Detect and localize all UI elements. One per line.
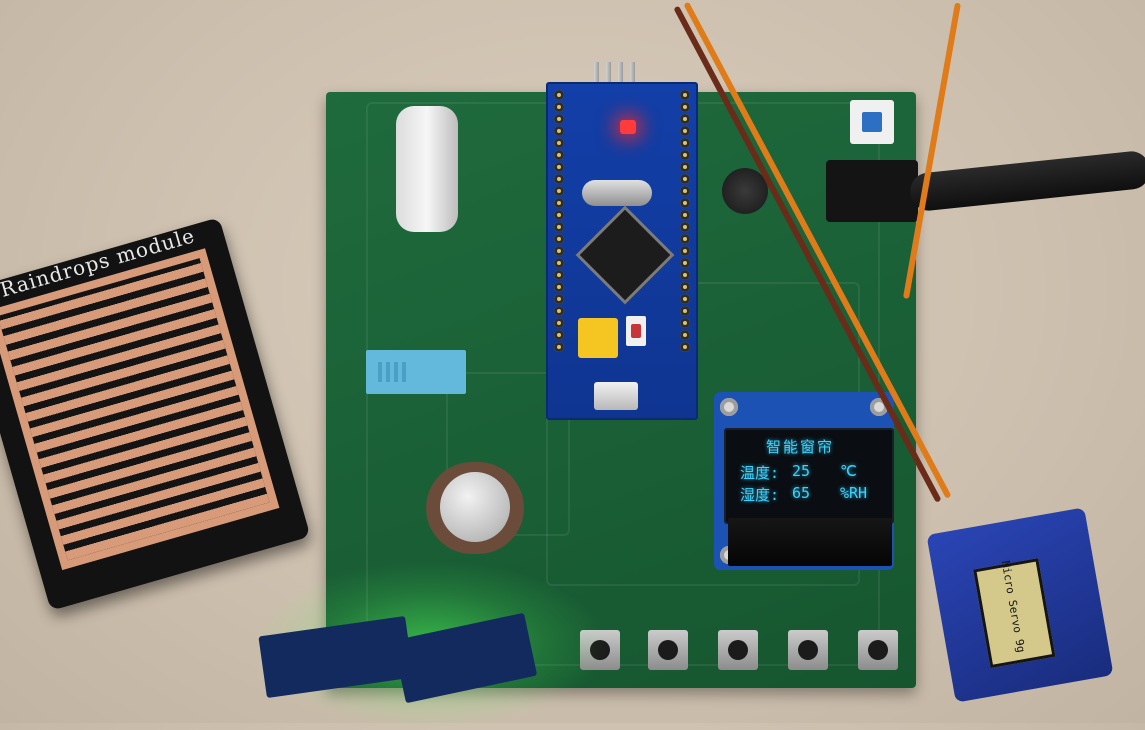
- board-pin: [680, 282, 690, 292]
- board-pin: [680, 90, 690, 100]
- board-pin: [680, 222, 690, 232]
- blue-push-button: [850, 100, 894, 144]
- board-pin: [554, 294, 564, 304]
- board-pin: [554, 306, 564, 316]
- tactile-button: [718, 630, 758, 670]
- oled-title: 智能窗帘: [766, 438, 835, 456]
- coin-battery: [440, 472, 510, 542]
- pin-row-left: [552, 88, 566, 354]
- board-pin: [554, 102, 564, 112]
- board-pin: [554, 222, 564, 232]
- board-pin: [554, 186, 564, 196]
- usb-port: [594, 382, 638, 410]
- board-pin: [680, 162, 690, 172]
- board-pin: [554, 246, 564, 256]
- board-pin: [554, 198, 564, 208]
- board-pin: [680, 246, 690, 256]
- dc-jack: [826, 160, 918, 222]
- board-pin: [680, 270, 690, 280]
- board-pin: [680, 294, 690, 304]
- board-pin: [680, 102, 690, 112]
- micro-servo: Micro Servo 9g: [926, 507, 1114, 703]
- board-pin: [554, 270, 564, 280]
- servo-label: Micro Servo 9g: [998, 559, 1028, 654]
- board-pin: [680, 186, 690, 196]
- servo-label-plate: Micro Servo 9g: [973, 558, 1056, 669]
- board-pin: [680, 258, 690, 268]
- board-pin: [680, 138, 690, 148]
- oled-temp-label: 温度:: [740, 464, 780, 482]
- oled-glass: [728, 518, 892, 566]
- board-pin: [554, 342, 564, 352]
- board-pin: [680, 114, 690, 124]
- power-led: [620, 120, 636, 134]
- tactile-button: [858, 630, 898, 670]
- board-pin: [554, 114, 564, 124]
- boot-jumper: [578, 318, 618, 358]
- board-pin: [554, 258, 564, 268]
- board-pin: [680, 234, 690, 244]
- board-pin: [554, 90, 564, 100]
- board-pin: [680, 342, 690, 352]
- board-pin: [554, 330, 564, 340]
- board-pin: [680, 318, 690, 328]
- oled-hum-value: 65: [792, 484, 811, 502]
- board-pin: [554, 210, 564, 220]
- board-pin: [554, 318, 564, 328]
- board-pin: [554, 174, 564, 184]
- rain-sensor: Raindrops module: [0, 217, 311, 611]
- pin-row-right: [678, 88, 692, 354]
- oled-temp-value: 25: [792, 462, 811, 480]
- board-pin: [554, 282, 564, 292]
- power-cable: [908, 149, 1145, 213]
- board-pin: [680, 126, 690, 136]
- oled-hum-label: 湿度:: [740, 486, 780, 504]
- reset-button: [626, 316, 646, 346]
- board-pin: [680, 150, 690, 160]
- rain-sensor-plate: [0, 248, 280, 571]
- board-pin: [680, 210, 690, 220]
- board-pin: [680, 174, 690, 184]
- board-pin: [680, 198, 690, 208]
- crystal: [582, 180, 652, 206]
- board-pin: [554, 234, 564, 244]
- tactile-button: [648, 630, 688, 670]
- board-pin: [554, 162, 564, 172]
- capacitor: [722, 168, 768, 214]
- tactile-button: [788, 630, 828, 670]
- oled-temp-unit: ℃: [840, 462, 857, 480]
- dht-sensor: [366, 350, 466, 394]
- board-pin: [554, 138, 564, 148]
- oled-hum-unit: %RH: [840, 484, 868, 502]
- board-pin: [680, 306, 690, 316]
- board-pin: [680, 330, 690, 340]
- oled-screen: 智能窗帘 温度: 25 ℃ 湿度: 65 %RH: [724, 428, 894, 524]
- board-pin: [554, 126, 564, 136]
- board-pin: [554, 150, 564, 160]
- connector-module: [396, 106, 458, 232]
